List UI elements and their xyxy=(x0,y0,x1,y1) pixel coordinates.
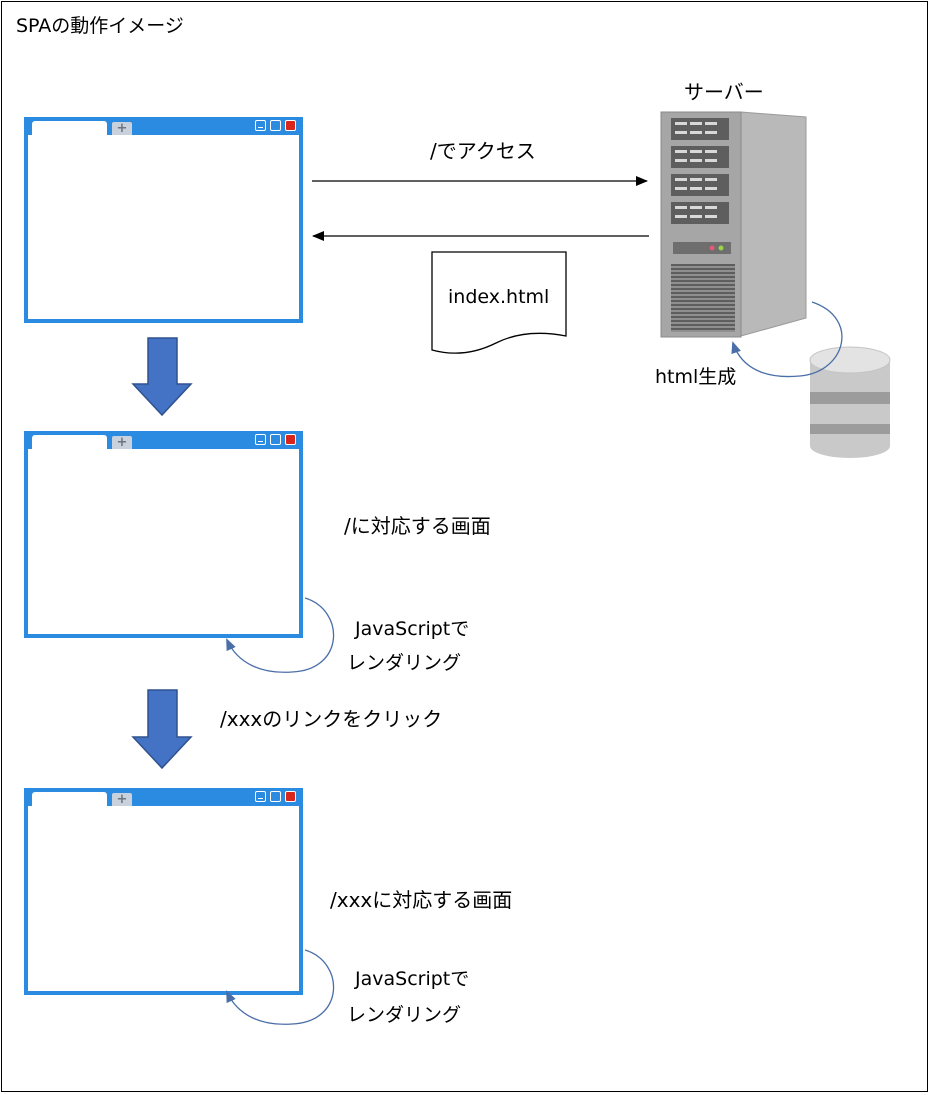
browser-window-3: + xyxy=(24,788,303,995)
browser-tab xyxy=(32,792,107,806)
server-label: サーバー xyxy=(684,80,764,104)
maximize-icon xyxy=(270,434,281,445)
click-link-label: /xxxのリンクをクリック xyxy=(220,707,443,731)
maximize-icon xyxy=(270,791,281,802)
new-tab-icon: + xyxy=(112,436,132,449)
screen-xxx-label: /xxxに対応する画面 xyxy=(330,888,513,912)
render-curved-arrow-1 xyxy=(226,597,335,673)
browser-tab xyxy=(32,121,107,135)
browser-window-1: + xyxy=(24,117,303,323)
flow-down-arrow-2 xyxy=(131,689,193,770)
minimize-icon xyxy=(255,120,266,131)
request-label: /でアクセス xyxy=(430,139,536,163)
server-tower-icon xyxy=(660,111,807,338)
document-label: index.html xyxy=(448,286,550,308)
new-tab-icon: + xyxy=(112,122,132,135)
render-curved-arrow-2 xyxy=(226,949,335,1025)
html-generation-label: html生成 xyxy=(655,366,737,388)
new-tab-icon: + xyxy=(112,793,132,806)
close-icon xyxy=(285,434,296,445)
close-icon xyxy=(285,120,296,131)
document-icon xyxy=(431,251,567,354)
minimize-icon xyxy=(255,434,266,445)
render-label-1-line1: JavaScriptで xyxy=(355,618,470,640)
browser-tab xyxy=(32,435,107,449)
close-icon xyxy=(285,791,296,802)
screen-root-label: /に対応する画面 xyxy=(344,514,491,538)
diagram-title: SPAの動作イメージ xyxy=(16,15,184,37)
database-icon xyxy=(809,346,891,458)
maximize-icon xyxy=(270,120,281,131)
minimize-icon xyxy=(255,791,266,802)
html-generation-curved-arrow xyxy=(731,301,843,378)
render-label-2-line1: JavaScriptで xyxy=(355,968,470,990)
browser-window-2: + xyxy=(24,431,303,638)
render-label-1-line2: レンダリング xyxy=(347,652,462,674)
render-label-2-line2: レンダリング xyxy=(347,1004,462,1026)
flow-down-arrow-1 xyxy=(131,337,193,417)
